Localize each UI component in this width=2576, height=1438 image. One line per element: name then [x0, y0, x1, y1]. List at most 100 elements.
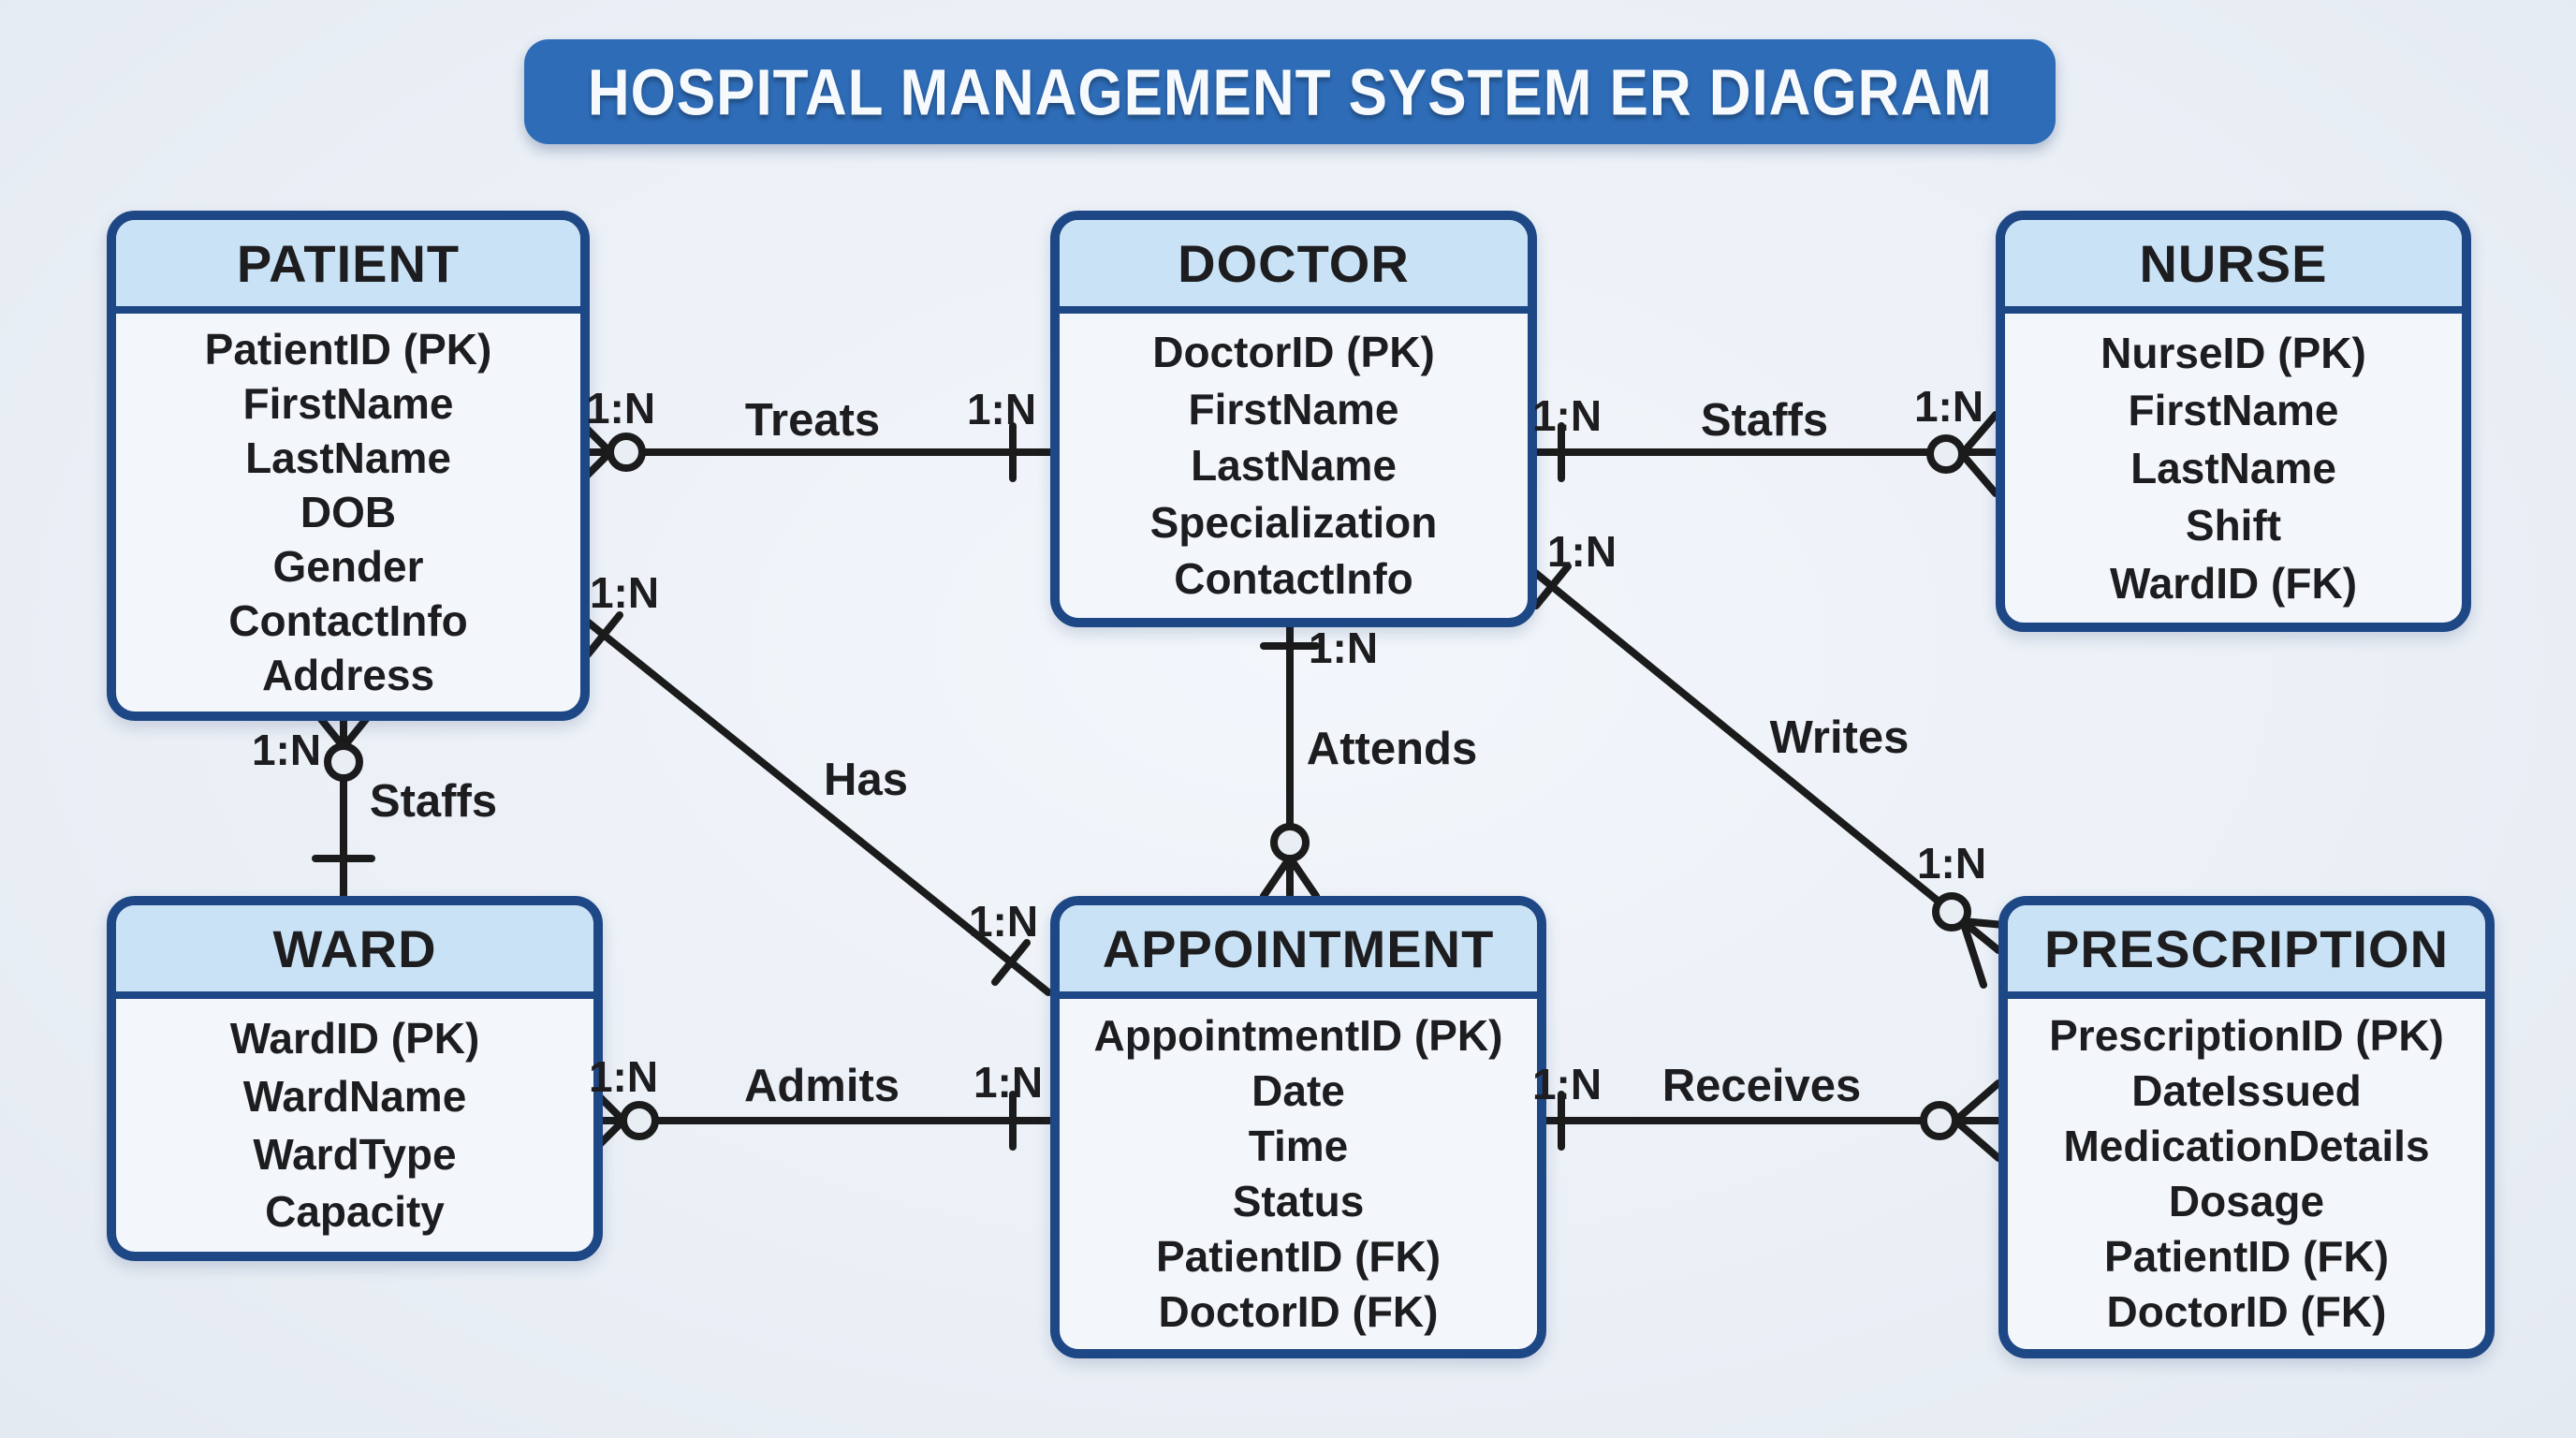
entity-attribute: AppointmentID (PK) [1093, 1011, 1503, 1061]
connector-circle [1270, 823, 1310, 862]
cardinality-label-has-appointment: 1:N [968, 897, 1039, 946]
relationship-attends-connector [1260, 605, 1320, 900]
entity-doctor: DOCTOR DoctorID (PK) FirstName LastName … [1050, 211, 1537, 627]
entity-attribute: Date [1251, 1066, 1345, 1116]
one-tick [1532, 563, 1572, 609]
cardinality-label-writes-prescription: 1:N [1916, 839, 1987, 888]
relationship-staffs-doctor-nurse-connector [1515, 411, 1999, 497]
entity-doctor-attributes: DoctorID (PK) FirstName LastName Special… [1060, 314, 1528, 618]
relationship-line [1515, 555, 2002, 954]
entity-attribute: PatientID (FK) [1155, 1232, 1442, 1282]
connector-circle [607, 433, 646, 472]
cardinality-label-treats-doctor: 1:N [966, 385, 1037, 433]
entity-attribute: Dosage [2168, 1177, 2325, 1226]
entity-appointment-name: APPOINTMENT [1102, 918, 1495, 978]
entity-attribute: Shift [2185, 501, 2282, 550]
connector-circle [1932, 892, 1971, 932]
cardinality-label-attends: 1:N [1308, 624, 1379, 672]
entity-patient-header: PATIENT [116, 220, 580, 314]
cardinality-label-admits-ward: 1:N [588, 1052, 659, 1101]
entity-attribute: Address [261, 650, 435, 699]
entity-prescription-name: PRESCRIPTION [2043, 918, 2450, 978]
entity-attribute: DateIssued [2131, 1066, 2362, 1116]
entity-attribute: DoctorID (PK) [1152, 328, 1435, 376]
title-banner: HOSPITAL MANAGEMENT SYSTEM ER DIAGRAM [524, 39, 2056, 144]
entity-attribute: LastName [2130, 443, 2336, 492]
entity-attribute: FirstName [1188, 384, 1399, 433]
entity-attribute: MedicationDetails [2063, 1122, 2430, 1171]
crow-foot [1959, 917, 2008, 989]
entity-ward: WARD WardID (PK) WardName WardType Capac… [107, 896, 603, 1261]
relationship-receives-label: Receives [1661, 1061, 1862, 1111]
connector-circle [620, 1101, 659, 1140]
relationship-attends-label: Attends [1306, 724, 1478, 774]
cardinality-label-receives: 1:N [1531, 1060, 1603, 1108]
entity-doctor-header: DOCTOR [1060, 220, 1528, 314]
entity-prescription-attributes: PrescriptionID (PK) DateIssued Medicatio… [2008, 999, 2485, 1349]
entity-ward-attributes: WardID (PK) WardName WardType Capacity [116, 999, 593, 1252]
entity-patient-attributes: PatientID (PK) FirstName LastName DOB Ge… [116, 314, 580, 712]
cardinality-label-has-patient: 1:N [589, 568, 660, 617]
entity-nurse-attributes: NurseID (PK) FirstName LastName Shift Wa… [2005, 314, 2462, 623]
entity-attribute: WardID (PK) [229, 1014, 480, 1064]
entity-appointment: APPOINTMENT AppointmentID (PK) Date Time… [1050, 896, 1546, 1358]
entity-attribute: FirstName [242, 379, 454, 429]
relationship-has-label: Has [824, 755, 908, 805]
entity-attribute: PatientID (FK) [2103, 1232, 2390, 1282]
cardinality-label-staffs-doctor: 1:N [1531, 391, 1603, 440]
relationship-writes-label: Writes [1769, 712, 1910, 763]
entity-patient: PATIENT PatientID (PK) FirstName LastNam… [107, 211, 590, 721]
crow-foot [1260, 854, 1320, 900]
entity-attribute: PrescriptionID (PK) [2049, 1011, 2444, 1061]
cardinality-label-admits-appointment: 1:N [973, 1058, 1044, 1107]
entity-attribute: LastName [1191, 441, 1397, 491]
entity-prescription-header: PRESCRIPTION [2008, 905, 2485, 999]
one-tick [584, 611, 623, 658]
entity-attribute: ContactInfo [1174, 554, 1413, 604]
entity-attribute: Status [1232, 1177, 1365, 1226]
entity-attribute: DoctorID (FK) [2106, 1287, 2387, 1337]
relationship-treats-label: Treats [744, 395, 881, 446]
relationship-staffs-doctor-nurse-label: Staffs [1700, 395, 1829, 446]
entity-nurse-header: NURSE [2005, 220, 2462, 314]
entity-attribute: WardName [242, 1071, 467, 1121]
relationship-receives-connector [1524, 1079, 2002, 1162]
cardinality-label-treats-patient: 1:N [585, 384, 656, 433]
entity-attribute: Time [1248, 1122, 1349, 1171]
cardinality-label-staffs-patient-ward: 1:N [251, 726, 322, 774]
entity-attribute: FirstName [2128, 386, 2339, 435]
cardinality-label-writes-doctor: 1:N [1546, 527, 1617, 576]
connector-circle [324, 742, 363, 782]
entity-attribute: Gender [272, 542, 424, 592]
relationship-line [567, 605, 1052, 996]
entity-attribute: NurseID (PK) [2100, 328, 2366, 377]
entity-attribute: Capacity [265, 1187, 445, 1237]
entity-ward-header: WARD [116, 905, 593, 999]
connector-circle [1926, 434, 1966, 474]
cardinality-label-staffs-nurse: 1:N [1913, 382, 1984, 431]
relationship-has-connector [567, 605, 1052, 996]
one-tick [991, 939, 1031, 986]
relationship-staffs-patient-ward-label: Staffs [369, 776, 498, 827]
relationship-admits-label: Admits [743, 1061, 900, 1111]
entity-attribute: DOB [300, 488, 397, 537]
entity-attribute: Specialization [1149, 497, 1438, 547]
crow-foot [1952, 1079, 2002, 1162]
entity-ward-name: WARD [272, 918, 437, 978]
entity-attribute: DoctorID (FK) [1158, 1287, 1439, 1337]
entity-patient-name: PATIENT [236, 233, 461, 293]
entity-attribute: WardType [253, 1129, 457, 1179]
crow-foot [1958, 411, 1999, 497]
entity-appointment-header: APPOINTMENT [1060, 905, 1537, 999]
entity-attribute: WardID (FK) [2109, 558, 2358, 608]
entity-doctor-name: DOCTOR [1178, 233, 1410, 293]
relationship-writes-connector [1515, 555, 2008, 989]
entity-attribute: LastName [245, 433, 451, 483]
entity-attribute: PatientID (PK) [204, 325, 492, 374]
entity-nurse: NURSE NurseID (PK) FirstName LastName Sh… [1996, 211, 2471, 632]
entity-nurse-name: NURSE [2139, 233, 2328, 293]
connector-circle [1920, 1101, 1959, 1140]
page-title: HOSPITAL MANAGEMENT SYSTEM ER DIAGRAM [587, 54, 1993, 129]
